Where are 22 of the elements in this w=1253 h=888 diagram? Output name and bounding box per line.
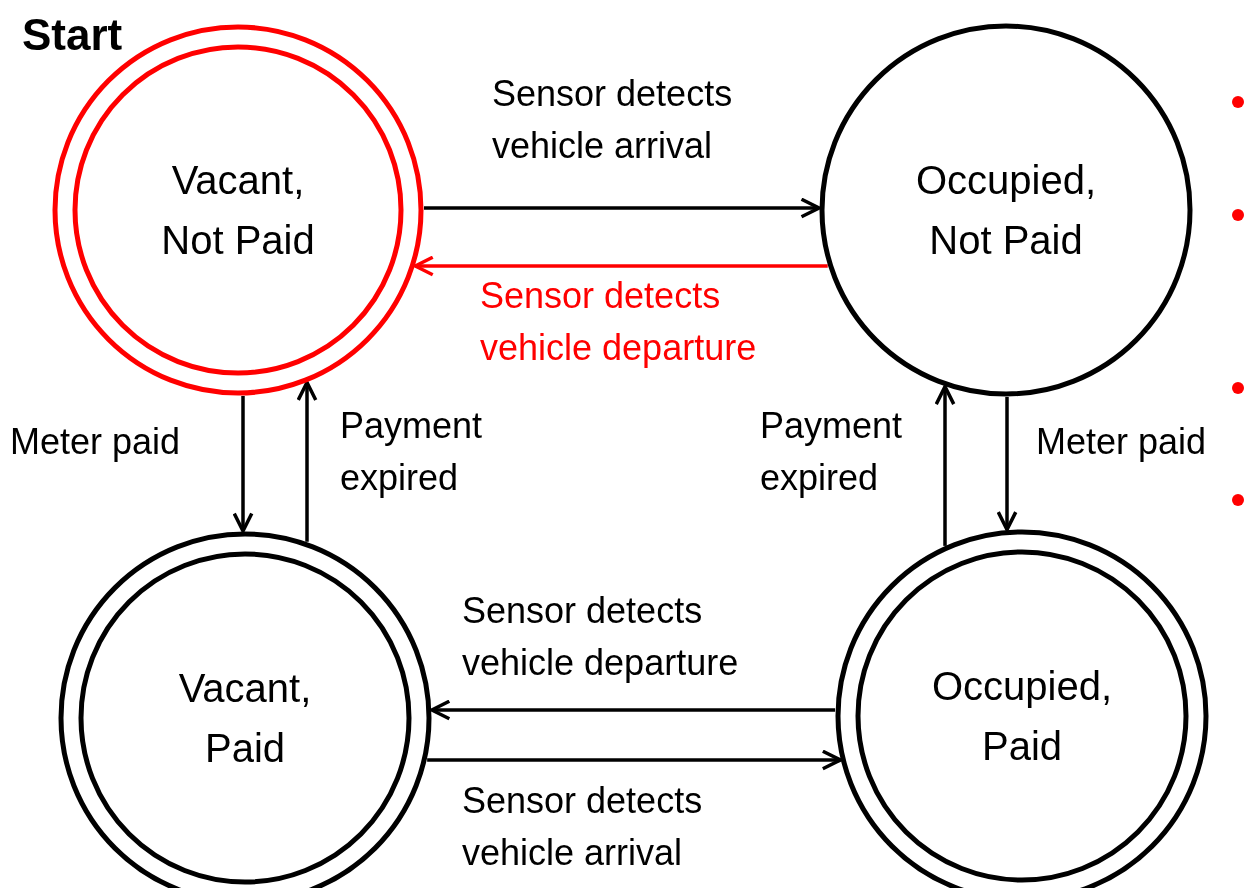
state-label: Occupied, Not Paid [914,157,1098,264]
edge-label: Sensor detects vehicle arrival [462,779,704,875]
edge-label: Sensor detects vehicle departure [462,589,740,685]
state-label: Vacant, Paid [177,665,313,772]
transition-arrow [934,384,956,546]
edge-label: Meter paid [10,420,181,464]
transition-arrow [413,255,828,277]
start-label: Start [22,10,123,60]
edge-label: Sensor detects vehicle departure [480,274,758,370]
edge-label: Payment expired [760,404,904,500]
state-circle [819,23,1193,397]
state-label: Vacant, Not Paid [160,157,316,264]
transition-arrow [296,380,318,542]
edge-label: Sensor detects vehicle arrival [492,72,734,168]
edge-label: Payment expired [340,404,484,500]
transition-arrow [996,397,1018,532]
edge-label: Meter paid [1036,420,1207,464]
state-label: Occupied, Paid [930,663,1114,770]
transition-arrow [430,699,836,721]
transition-arrow [232,395,254,533]
transition-arrow [424,197,821,219]
transition-arrow [427,749,843,771]
